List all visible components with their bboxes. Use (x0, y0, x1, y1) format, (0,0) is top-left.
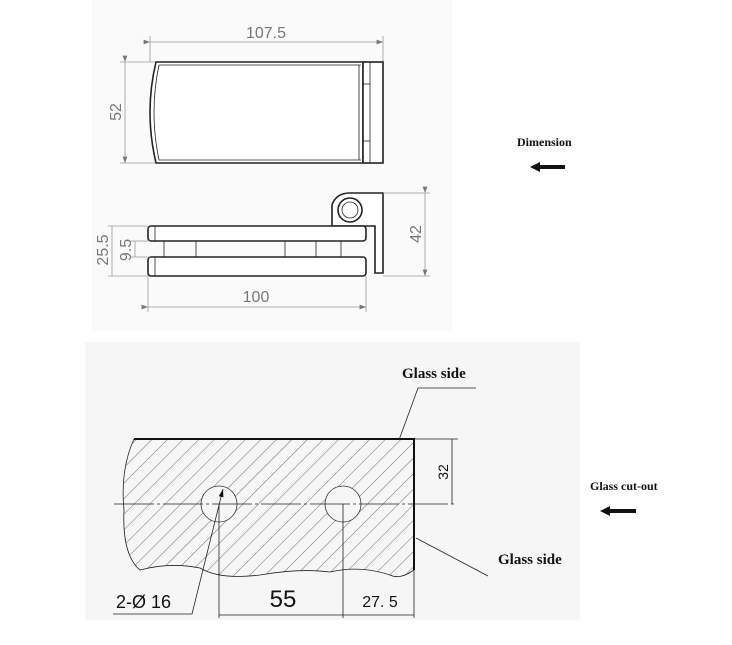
glass-cutout-view: 32 55 27. 5 2-Ø 16 Glass side Glass side (113, 366, 562, 618)
hinge-plate-top (149, 61, 364, 164)
glass-side-right-label: Glass side (498, 552, 562, 568)
glass-cutout-label: Glass cut-out (590, 479, 658, 493)
dim-height-side: 42 (408, 225, 425, 243)
dimension-label: Dimension (517, 135, 572, 149)
dim-length-top: 107.5 (246, 25, 286, 42)
side-view: 42 25.5 9.5 100 (95, 186, 430, 312)
clamp-plate-upper (147, 225, 367, 242)
glass-side-top-label: Glass side (402, 366, 466, 382)
dim-hole-spacing: 55 (270, 586, 297, 613)
arrow-left-icon (600, 506, 636, 516)
dim-gap: 9.5 (118, 239, 135, 261)
clamp-plate-lower (147, 256, 367, 277)
dim-width-top: 52 (108, 103, 125, 121)
hole-spec: 2-Ø 16 (116, 592, 171, 612)
arrow-left-icon (530, 162, 565, 172)
top-panel-bg (92, 0, 452, 330)
hinge-strip (362, 61, 384, 164)
dim-edge-to-hole: 27. 5 (362, 594, 398, 611)
dim-length-side: 100 (243, 289, 270, 306)
dim-edge-offset: 32 (435, 464, 451, 480)
glass-section (123, 439, 414, 577)
dim-total-thickness: 25.5 (95, 234, 112, 265)
top-view: 107.5 52 (108, 25, 384, 164)
